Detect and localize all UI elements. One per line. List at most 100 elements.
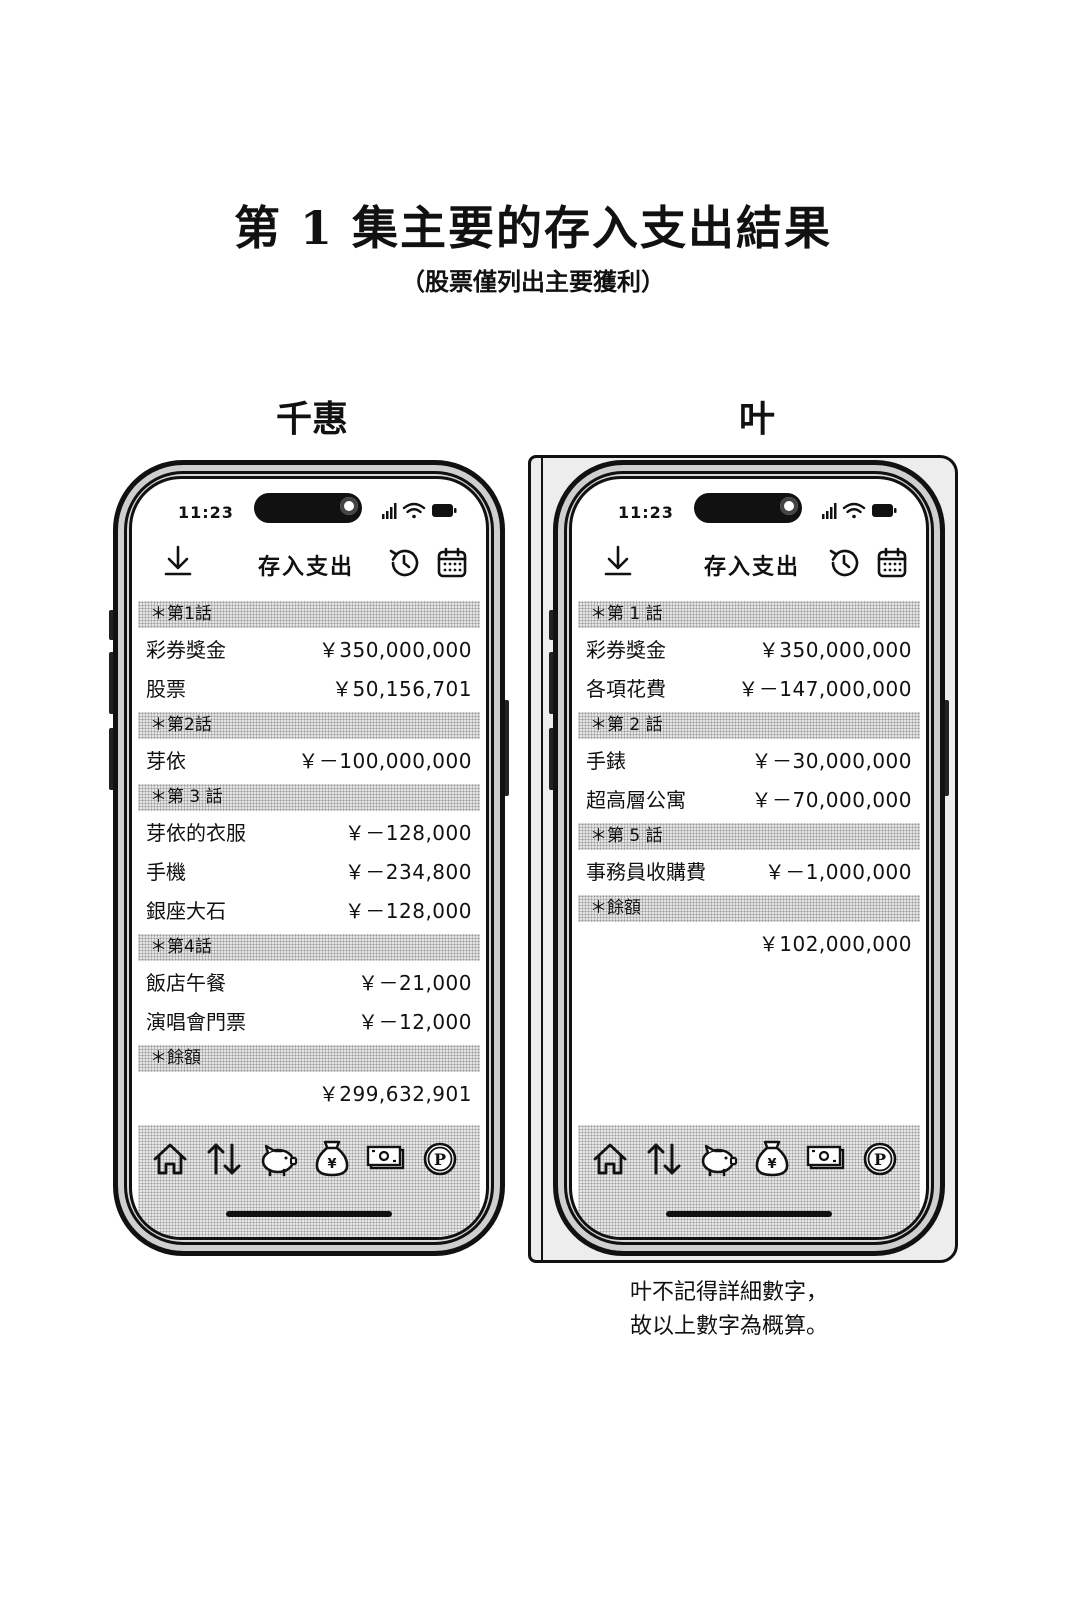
- phone-side-button: [109, 728, 115, 790]
- signal-icon: [822, 503, 837, 519]
- phone-screen: 11:23 存入支出 ＊第 1 話彩券獎金￥: [569, 476, 929, 1240]
- transaction-row[interactable]: 手錶 ￥－30,000,000: [578, 745, 920, 778]
- transaction-row[interactable]: 事務員收購費￥－1,000,000: [578, 856, 920, 889]
- camera-icon: [780, 497, 798, 515]
- page-subtitle: （股票僅列出主要獲利）: [401, 267, 665, 296]
- transaction-amount: ￥－12,000: [358, 1010, 472, 1034]
- footnote-line: 故以上數字為概算。: [630, 1314, 829, 1339]
- app-header: 存入支出: [572, 537, 926, 597]
- transaction-row[interactable]: 手機 ￥－234,800: [138, 856, 480, 889]
- money-bag-icon[interactable]: ¥: [750, 1137, 794, 1181]
- piggy-bank-icon[interactable]: [256, 1137, 300, 1181]
- transaction-row[interactable]: 芽依的衣服￥－128,000: [138, 817, 480, 850]
- transaction-row[interactable]: 芽依 ￥－100,000,000: [138, 745, 480, 778]
- phone-side-button: [549, 728, 555, 790]
- transaction-row[interactable]: 銀座大石￥－128,000: [138, 895, 480, 928]
- piggy-bank-icon[interactable]: [696, 1137, 740, 1181]
- signal-icon: [382, 503, 397, 519]
- transfer-arrows-icon[interactable]: [202, 1137, 246, 1181]
- calendar-icon[interactable]: [434, 545, 470, 581]
- download-icon[interactable]: [600, 543, 636, 579]
- transaction-amount: ￥350,000,000: [318, 638, 472, 662]
- status-bar: 11:23: [132, 489, 486, 529]
- transaction-label: 各項花費: [586, 677, 666, 701]
- section-header: ＊第 3 話: [138, 784, 480, 811]
- wifi-icon: [842, 502, 866, 519]
- phone-side-button: [549, 652, 555, 714]
- calendar-icon[interactable]: [874, 545, 910, 581]
- transaction-row[interactable]: 飯店午餐￥－21,000: [138, 967, 480, 1000]
- svg-text:¥: ¥: [327, 1157, 336, 1172]
- battery-icon: [872, 504, 897, 517]
- section-header: ＊第 2 話: [578, 712, 920, 739]
- transaction-amount: ￥－70,000,000: [751, 788, 912, 812]
- phone-screen: 11:23 存入支出 ＊第1話彩券獎金￥35: [129, 476, 489, 1240]
- page-title: 第 1 集主要的存入支出結果: [233, 201, 833, 255]
- phone-side-button: [549, 610, 555, 640]
- home-icon[interactable]: [148, 1137, 192, 1181]
- svg-text:P: P: [874, 1150, 886, 1169]
- transaction-label: 彩券獎金: [586, 638, 666, 662]
- transaction-row[interactable]: 彩券獎金￥350,000,000: [138, 634, 480, 667]
- history-icon[interactable]: [826, 545, 862, 581]
- download-icon[interactable]: [160, 543, 196, 579]
- banknote-icon[interactable]: [804, 1137, 848, 1181]
- transaction-row[interactable]: 超高層公寓 ￥－70,000,000: [578, 784, 920, 817]
- camera-icon: [340, 497, 358, 515]
- history-icon[interactable]: [386, 545, 422, 581]
- transaction-label: 芽依的衣服: [146, 821, 246, 845]
- transaction-amount: ￥－234,800: [344, 860, 472, 884]
- transfer-arrows-icon[interactable]: [642, 1137, 686, 1181]
- transaction-row[interactable]: 彩券獎金￥350,000,000: [578, 634, 920, 667]
- transaction-amount: ￥50,156,701: [331, 677, 472, 701]
- transaction-label: 股票: [146, 677, 186, 701]
- transaction-label: 事務員收購費: [586, 860, 706, 884]
- money-bag-icon[interactable]: ¥: [310, 1137, 354, 1181]
- footnote-line: 叶不記得詳細數字，: [630, 1280, 829, 1305]
- transaction-label: 超高層公寓: [586, 788, 686, 812]
- status-icons: [822, 502, 897, 519]
- app-header: 存入支出: [132, 537, 486, 597]
- transaction-label: 手錶: [586, 749, 626, 773]
- phone-side-button: [503, 700, 509, 796]
- transaction-row[interactable]: ￥102,000,000: [578, 928, 920, 961]
- points-coin-icon[interactable]: P: [418, 1137, 462, 1181]
- footnote: 叶不記得詳細數字， 故以上數字為概算。: [630, 1276, 828, 1344]
- home-indicator[interactable]: [666, 1211, 832, 1217]
- section-header: ＊第 5 話: [578, 823, 920, 850]
- points-coin-icon[interactable]: P: [858, 1137, 902, 1181]
- status-time: 11:23: [618, 503, 674, 522]
- transaction-row[interactable]: ￥299,632,901: [138, 1078, 480, 1111]
- phone-side-button: [109, 610, 115, 640]
- svg-text:P: P: [434, 1150, 446, 1169]
- phone-side-button: [109, 652, 115, 714]
- section-header: ＊第1話: [138, 601, 480, 628]
- transaction-amount: ￥299,632,901: [318, 1082, 472, 1106]
- transaction-row[interactable]: 股票 ￥50,156,701: [138, 673, 480, 706]
- transaction-amount: ￥－100,000,000: [298, 749, 472, 773]
- transaction-row[interactable]: 演唱會門票￥－12,000: [138, 1006, 480, 1039]
- transaction-amount: ￥－147,000,000: [738, 677, 912, 701]
- section-header: ＊第2話: [138, 712, 480, 739]
- phone-kanae: 11:23 存入支出 ＊第 1 話彩券獎金￥: [549, 460, 949, 1256]
- phone-side-button: [943, 700, 949, 796]
- app-title: 存入支出: [704, 555, 801, 580]
- transaction-label: 手機: [146, 860, 186, 884]
- transaction-label: 銀座大石: [146, 899, 226, 923]
- transaction-row[interactable]: 各項花費 ￥－147,000,000: [578, 673, 920, 706]
- dynamic-island: [254, 493, 362, 523]
- owner-label-chie: 千惠: [275, 398, 348, 440]
- home-indicator[interactable]: [226, 1211, 392, 1217]
- transaction-label: 芽依: [146, 749, 186, 773]
- tab-bar: ¥P: [138, 1125, 480, 1237]
- home-icon[interactable]: [588, 1137, 632, 1181]
- wifi-icon: [402, 502, 426, 519]
- transaction-amount: ￥－21,000: [358, 971, 472, 995]
- transaction-list: ＊第1話彩券獎金￥350,000,000 股票 ￥50,156,701 ＊第2話芽依 ￥…: [138, 601, 480, 1117]
- banknote-icon[interactable]: [364, 1137, 408, 1181]
- transaction-amount: ￥－30,000,000: [751, 749, 912, 773]
- tab-bar: ¥P: [578, 1125, 920, 1237]
- section-header: ＊餘額: [138, 1045, 480, 1072]
- section-header: ＊餘額: [578, 895, 920, 922]
